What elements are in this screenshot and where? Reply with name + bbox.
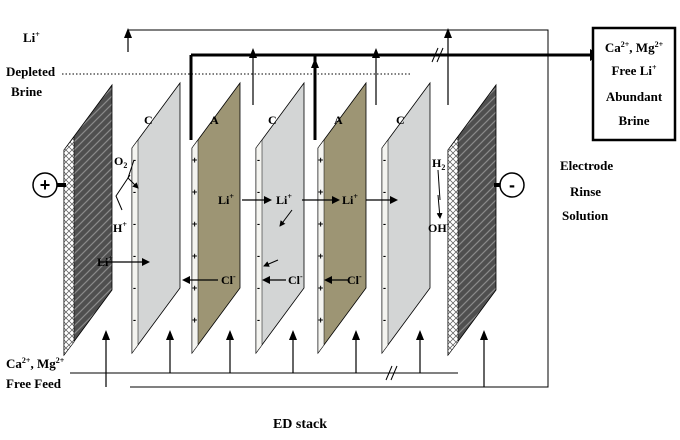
depleted-line3: Brine	[11, 84, 42, 99]
svg-text:-: -	[509, 175, 515, 195]
depleted-line1: Li+	[23, 30, 40, 45]
svg-text:+: +	[192, 283, 197, 293]
svg-text:+: +	[192, 315, 197, 325]
charges-a-1: + + + + + +	[192, 155, 197, 325]
svg-text:-: -	[257, 219, 260, 229]
svg-text:+: +	[318, 251, 323, 261]
svg-text:+: +	[192, 187, 197, 197]
svg-text:+: +	[192, 251, 197, 261]
svg-text:-: -	[383, 155, 386, 165]
depleted-line2: Depleted	[6, 64, 56, 79]
membrane-a-2-type: A	[334, 113, 343, 127]
label-cl-1: Cl-	[221, 272, 236, 287]
product-line1: Ca2+, Mg2+	[605, 40, 664, 55]
cathode-terminal: -	[499, 172, 525, 198]
feed-header	[70, 365, 458, 381]
label-cl-3: Cl-	[347, 272, 362, 287]
svg-text:+: +	[192, 155, 197, 165]
svg-text:+: +	[40, 175, 51, 195]
membrane-c-2-type: C	[268, 113, 277, 127]
membrane-c-2: C	[255, 81, 305, 355]
label-cl-2: Cl-	[288, 272, 303, 287]
rinse-line3: Solution	[562, 208, 609, 223]
charges-c-1: - - - - - -	[133, 155, 136, 325]
svg-text:-: -	[383, 283, 386, 293]
top-outlet-arrows	[124, 28, 452, 140]
svg-text:+: +	[192, 219, 197, 229]
feed-inlet-arrows	[102, 330, 488, 387]
membrane-c-1: C	[131, 81, 181, 355]
svg-text:+: +	[318, 187, 323, 197]
charges-c-3: - - - - - -	[383, 155, 386, 325]
svg-text:-: -	[133, 155, 136, 165]
membrane-a-2: A	[317, 81, 367, 355]
label-oh: OH-	[428, 220, 450, 235]
text-labels: Li+ Depleted Brine Ca2+, Mg2+ Free Feed …	[6, 30, 664, 432]
svg-text:-: -	[383, 187, 386, 197]
svg-text:-: -	[383, 219, 386, 229]
svg-text:+: +	[318, 315, 323, 325]
svg-text:-: -	[383, 315, 386, 325]
membrane-charges: - - - - - - + + + + + + - - - - - - + + + + + + - - -…	[133, 155, 386, 325]
svg-text:-: -	[257, 187, 260, 197]
membrane-c-3: C	[381, 81, 431, 355]
product-line3: Abundant	[606, 89, 663, 104]
svg-text:-: -	[383, 251, 386, 261]
feed-line1: Ca2+, Mg2+	[6, 356, 65, 371]
product-box	[591, 26, 677, 142]
svg-text:-: -	[257, 251, 260, 261]
anode-electrode	[56, 83, 113, 357]
svg-text:-: -	[133, 315, 136, 325]
svg-text:-: -	[257, 315, 260, 325]
label-li-1: Li+	[218, 192, 234, 207]
svg-text:-: -	[133, 283, 136, 293]
product-line2: Free Li+	[611, 63, 657, 78]
svg-text:-: -	[133, 251, 136, 261]
svg-text:-: -	[257, 283, 260, 293]
svg-text:+: +	[318, 283, 323, 293]
membrane-c-1-type: C	[144, 113, 153, 127]
label-li-3: Li+	[342, 192, 358, 207]
charges-c-2: - - - - - -	[257, 155, 260, 325]
feed-line2: Free Feed	[6, 376, 62, 391]
svg-text:-: -	[133, 187, 136, 197]
rinse-line1: Electrode	[560, 158, 613, 173]
label-li-left: Li+	[97, 254, 113, 269]
label-h2: H2	[432, 156, 445, 172]
svg-text:+: +	[318, 155, 323, 165]
label-li-2: Li+	[276, 192, 292, 207]
svg-text:+: +	[318, 219, 323, 229]
product-line4: Brine	[618, 113, 649, 128]
anode-terminal: +	[32, 172, 58, 198]
membrane-a-1: A	[191, 81, 241, 355]
charges-a-2: + + + + + +	[318, 155, 323, 325]
membrane-c-3-type: C	[396, 113, 405, 127]
stack-label: ED stack	[273, 417, 327, 432]
rinse-line2: Rinse	[570, 184, 601, 199]
ion-arrows	[100, 159, 443, 284]
svg-text:-: -	[133, 219, 136, 229]
svg-text:-: -	[257, 155, 260, 165]
cathode-electrode	[447, 83, 504, 357]
species-labels: O2 H+ Li+ Li+ Li+ Li+ Cl- Cl- Cl- H2 OH-	[97, 154, 450, 287]
membrane-a-1-type: A	[210, 113, 219, 127]
label-o2: O2	[114, 154, 127, 170]
label-h-plus: H+	[113, 220, 127, 235]
